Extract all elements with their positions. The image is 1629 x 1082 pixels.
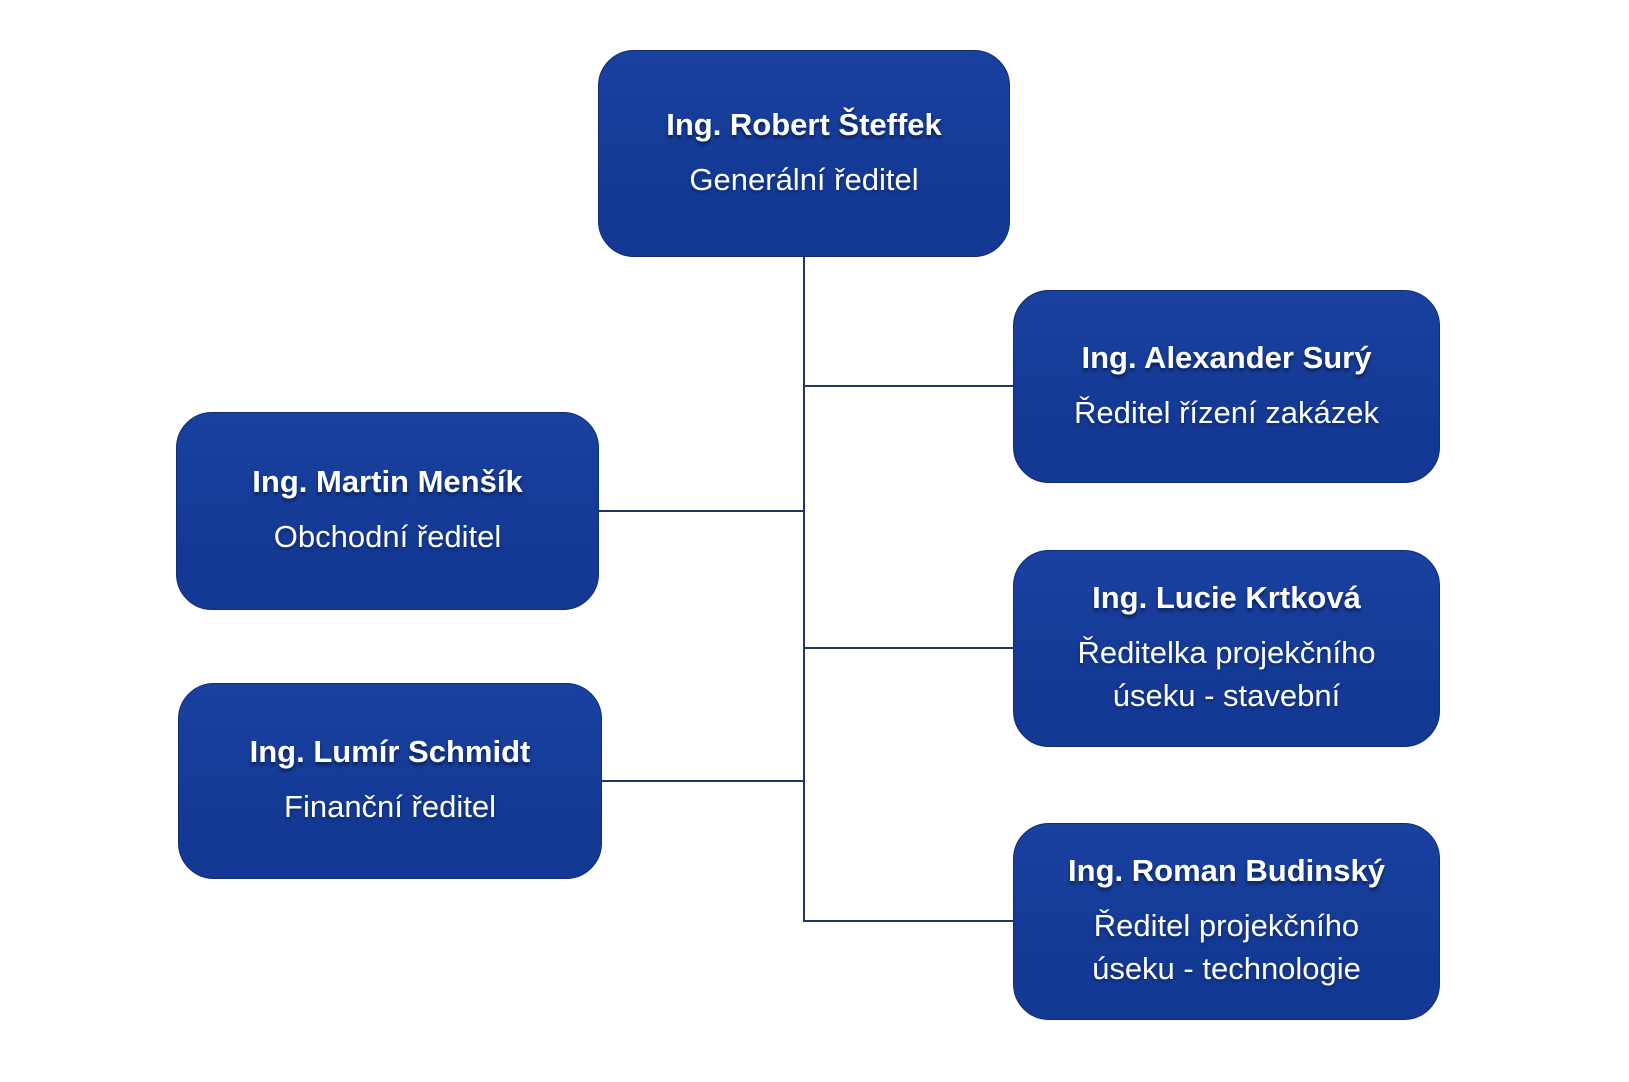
person-name: Ing. Alexander Surý [1081,339,1372,375]
org-node-design-construction: Ing. Lucie Krtková Ředitelka projekčního… [1013,550,1440,747]
person-role: Generální ředitel [689,161,919,197]
connector-branch-design-construction [804,647,1013,649]
connector-branch-design-technology [804,920,1013,922]
connector-branch-finance [602,780,804,782]
person-role: Ředitel řízení zakázek [1074,394,1379,430]
person-role: Finanční ředitel [284,789,496,825]
person-name: Ing. Martin Menšík [252,464,523,500]
org-node-sales: Ing. Martin Menšík Obchodní ředitel [176,412,599,610]
connector-branch-sales [599,510,804,512]
connector-branch-orders [804,385,1013,387]
person-name: Ing. Roman Budinský [1068,853,1385,889]
org-node-finance: Ing. Lumír Schmidt Finanční ředitel [178,683,602,879]
person-role: Obchodní ředitel [273,519,502,555]
org-node-orders: Ing. Alexander Surý Ředitel řízení zakáz… [1013,290,1440,483]
person-name: Ing. Robert Šteffek [666,106,942,142]
person-name: Ing. Lucie Krtková [1092,580,1361,616]
person-role: Ředitel projekčního úseku - technologie [1092,908,1361,987]
org-node-ceo: Ing. Robert Šteffek Generální ředitel [598,50,1010,257]
org-node-design-technology: Ing. Roman Budinský Ředitel projekčního … [1013,823,1440,1020]
person-role: Ředitelka projekčního úseku - stavební [1077,635,1376,714]
person-name: Ing. Lumír Schmidt [249,734,531,770]
connector-trunk [803,257,805,922]
